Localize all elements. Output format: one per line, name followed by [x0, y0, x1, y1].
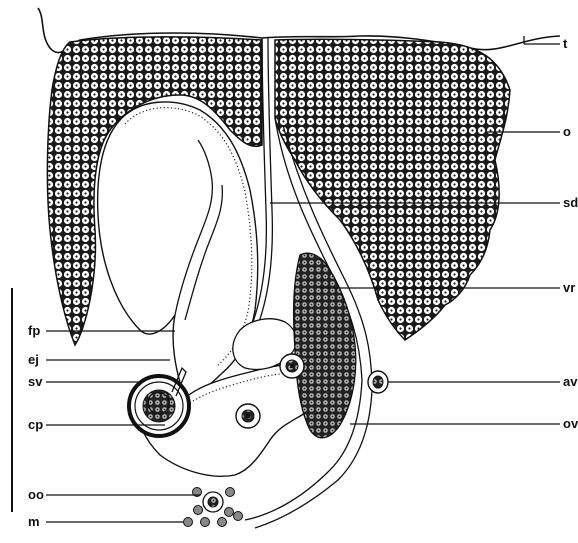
label-m: m: [28, 514, 40, 529]
oocyte-cluster: [184, 488, 243, 527]
label-sd: sd: [563, 195, 578, 210]
label-ej: ej: [28, 352, 39, 367]
label-fp: fp: [28, 323, 40, 338]
label-o: o: [563, 124, 571, 139]
label-oo: oo: [28, 487, 44, 502]
visceral-region: [294, 253, 356, 438]
label-vr: vr: [563, 280, 575, 295]
label-av: av: [563, 374, 578, 389]
label-t: t: [563, 36, 568, 51]
label-ov: ov: [563, 416, 578, 431]
label-cp: cp: [28, 417, 43, 432]
label-sv: sv: [28, 374, 43, 389]
